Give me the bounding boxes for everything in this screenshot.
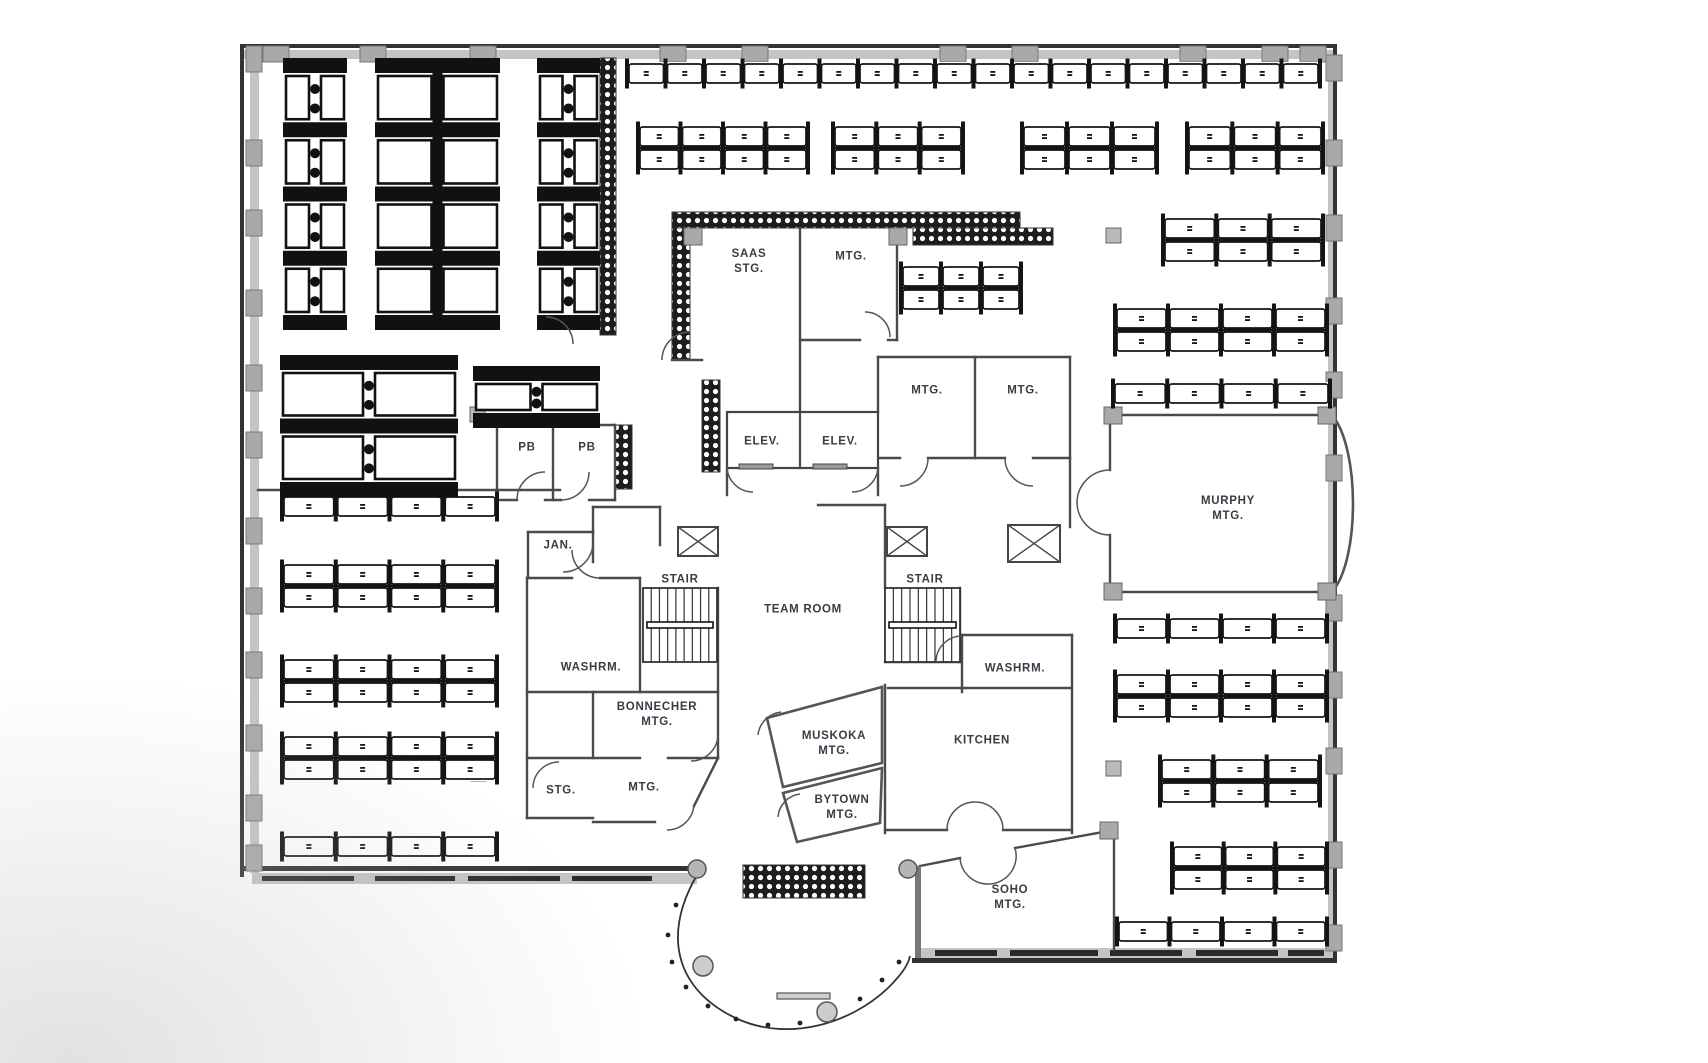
room-label-stair-left: STAIR [661, 573, 699, 586]
room-label-muskoka-mtg: MUSKOKA MTG. [801, 730, 867, 757]
room-label-pb-right: PB [578, 441, 596, 454]
room-label-stg: STG. [546, 784, 576, 797]
room-label-mtg-mid-left: MTG. [911, 384, 943, 397]
balcony [665, 859, 918, 1031]
room-label-elev-left: ELEV. [744, 435, 780, 448]
elevators-stairs-shafts [642, 410, 1061, 663]
room-label-team-room: TEAM ROOM [764, 603, 842, 616]
room-label-murphy-mtg: MURPHY MTG. [1200, 495, 1256, 522]
desk-rows [280, 58, 1332, 947]
room-label-bonnecher-mtg: BONNECHER MTG. [616, 701, 698, 728]
room-label-mtg-small: MTG. [628, 781, 660, 794]
door-swings [516, 311, 1111, 885]
exterior-walls [240, 44, 1343, 963]
hatched-wall-bands [599, 57, 1054, 899]
room-label-soho-mtg: SOHO MTG. [991, 884, 1029, 911]
room-label-jan: JAN. [543, 539, 573, 552]
room-label-washrm-left: WASHRM. [560, 661, 622, 674]
room-label-mtg-mid-right: MTG. [1007, 384, 1039, 397]
room-label-pb-left: PB [518, 441, 536, 454]
room-label-kitchen: KITCHEN [953, 734, 1011, 747]
room-label-stair-right: STAIR [906, 573, 944, 586]
room-label-mtg-top: MTG. [835, 250, 867, 263]
workstation-clusters [280, 58, 600, 497]
room-label-washrm-right: WASHRM. [984, 662, 1046, 675]
room-label-saas-stg: SAAS STG. [731, 248, 767, 275]
room-label-bytown-mtg: BYTOWN MTG. [814, 794, 870, 821]
room-label-elev-right: ELEV. [822, 435, 858, 448]
